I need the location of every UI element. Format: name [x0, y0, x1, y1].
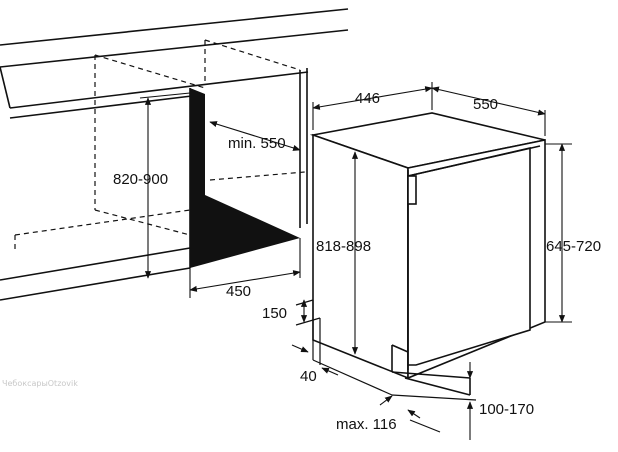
label-appliance-height: 818-898 — [316, 238, 371, 255]
cabinet-floor-lines — [0, 68, 308, 301]
label-appliance-depth: 550 — [473, 96, 498, 113]
label-plinth-height: 150 — [262, 305, 287, 322]
plinth-lines — [295, 299, 477, 401]
watermark: ЧебоксарыOtzovik — [2, 379, 78, 388]
dimension-lines — [139, 82, 572, 440]
worktop — [0, 8, 349, 119]
label-door-height: 645-720 — [546, 238, 601, 255]
label-plinth-offset: 40 — [300, 368, 317, 385]
dishwasher-door — [391, 145, 541, 396]
label-niche-height: 820-900 — [113, 171, 168, 188]
niche-opening — [190, 88, 300, 268]
cabinet-dashed-outlines — [14, 39, 306, 250]
label-toe-kick: 100-170 — [479, 401, 534, 418]
label-door-projection: max. 116 — [336, 416, 397, 433]
label-appliance-width: 446 — [355, 90, 380, 107]
label-niche-depth-min: min. 550 — [228, 135, 286, 152]
label-niche-width: 450 — [226, 283, 251, 300]
